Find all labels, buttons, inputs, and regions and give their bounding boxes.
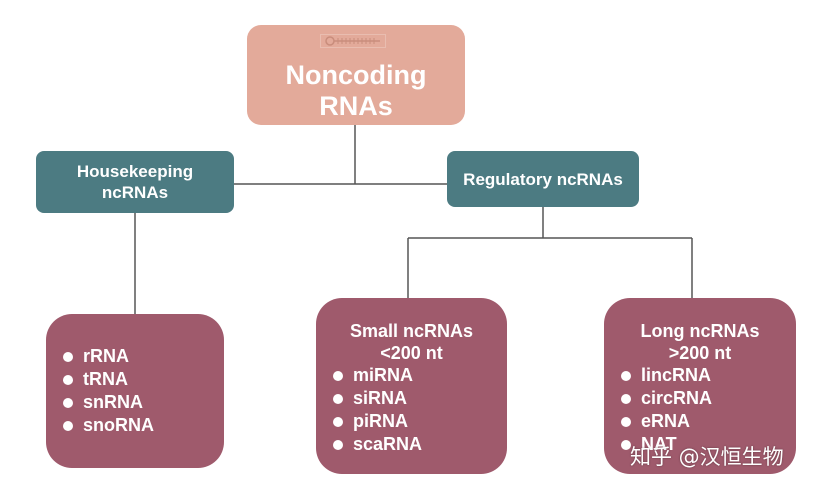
bullet-icon bbox=[333, 417, 343, 427]
bullet-icon bbox=[621, 417, 631, 427]
bullet-icon bbox=[621, 371, 631, 381]
small-ncrnas-heading: Small ncRNAs <200 nt bbox=[349, 321, 474, 363]
long-ncrnas-items: lincRNA circRNA eRNA NAT bbox=[604, 364, 796, 456]
housekeeping-items: rRNA tRNA snRNA snoRNA bbox=[46, 345, 224, 437]
bullet-icon bbox=[63, 398, 73, 408]
list-item: eRNA bbox=[604, 410, 796, 433]
list-item: snoRNA bbox=[46, 414, 224, 437]
bullet-icon bbox=[333, 440, 343, 450]
small-ncrnas-items: miRNA siRNA piRNA scaRNA bbox=[316, 364, 507, 456]
bullet-icon bbox=[63, 375, 73, 385]
list-item: circRNA bbox=[604, 387, 796, 410]
category-housekeeping: Housekeeping ncRNAs bbox=[36, 151, 234, 213]
list-item: scaRNA bbox=[316, 433, 507, 456]
list-item: NAT bbox=[604, 433, 796, 456]
rna-molecule-icon bbox=[320, 34, 386, 48]
category-regulatory: Regulatory ncRNAs bbox=[447, 151, 639, 207]
bullet-icon bbox=[621, 394, 631, 404]
long-ncrnas-heading: Long ncRNAs >200 nt bbox=[640, 321, 760, 363]
bullet-icon bbox=[333, 394, 343, 404]
leaf-housekeeping-list: rRNA tRNA snRNA snoRNA bbox=[46, 314, 224, 468]
root-node-noncoding-rnas: Noncoding RNAs bbox=[247, 25, 465, 125]
list-item: tRNA bbox=[46, 368, 224, 391]
list-item: miRNA bbox=[316, 364, 507, 387]
leaf-small-ncrnas: Small ncRNAs <200 nt miRNA siRNA piRNA s… bbox=[316, 298, 507, 474]
bullet-icon bbox=[63, 421, 73, 431]
list-item: snRNA bbox=[46, 391, 224, 414]
bullet-icon bbox=[63, 352, 73, 362]
list-item: piRNA bbox=[316, 410, 507, 433]
list-item: rRNA bbox=[46, 345, 224, 368]
list-item: lincRNA bbox=[604, 364, 796, 387]
leaf-long-ncrnas: Long ncRNAs >200 nt lincRNA circRNA eRNA… bbox=[604, 298, 796, 474]
bullet-icon bbox=[621, 440, 631, 450]
watermark: 知乎 @汉恒生物 bbox=[630, 445, 784, 469]
bullet-icon bbox=[333, 371, 343, 381]
root-title: Noncoding RNAs bbox=[285, 60, 427, 121]
list-item: siRNA bbox=[316, 387, 507, 410]
